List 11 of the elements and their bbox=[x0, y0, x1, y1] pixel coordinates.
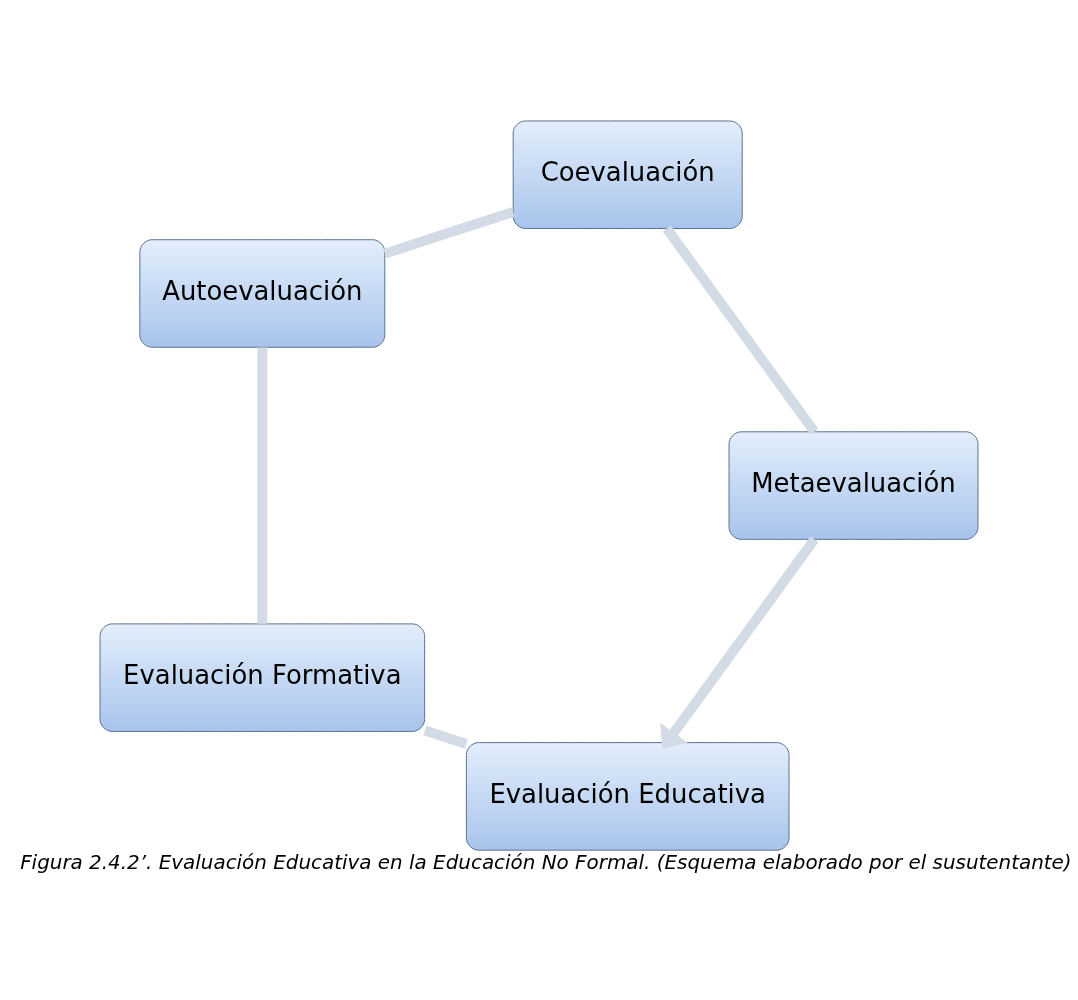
connector bbox=[423, 725, 468, 749]
node-box: Coevaluación bbox=[512, 120, 743, 229]
arrow bbox=[660, 535, 819, 749]
node-box: Autoevaluación bbox=[139, 238, 386, 348]
connector bbox=[662, 225, 819, 435]
caption: Figura 2.4.2’. Evaluación Educativa en la Educación No Formal. (Esquema elaborado por el susutentante) bbox=[20, 850, 1072, 874]
node-box: Metaevaluación bbox=[728, 430, 979, 540]
connector bbox=[383, 206, 515, 258]
node-box: Evaluación Formativa bbox=[99, 622, 426, 732]
connector bbox=[257, 347, 268, 624]
node-box: Evaluación Educativa bbox=[465, 741, 790, 851]
